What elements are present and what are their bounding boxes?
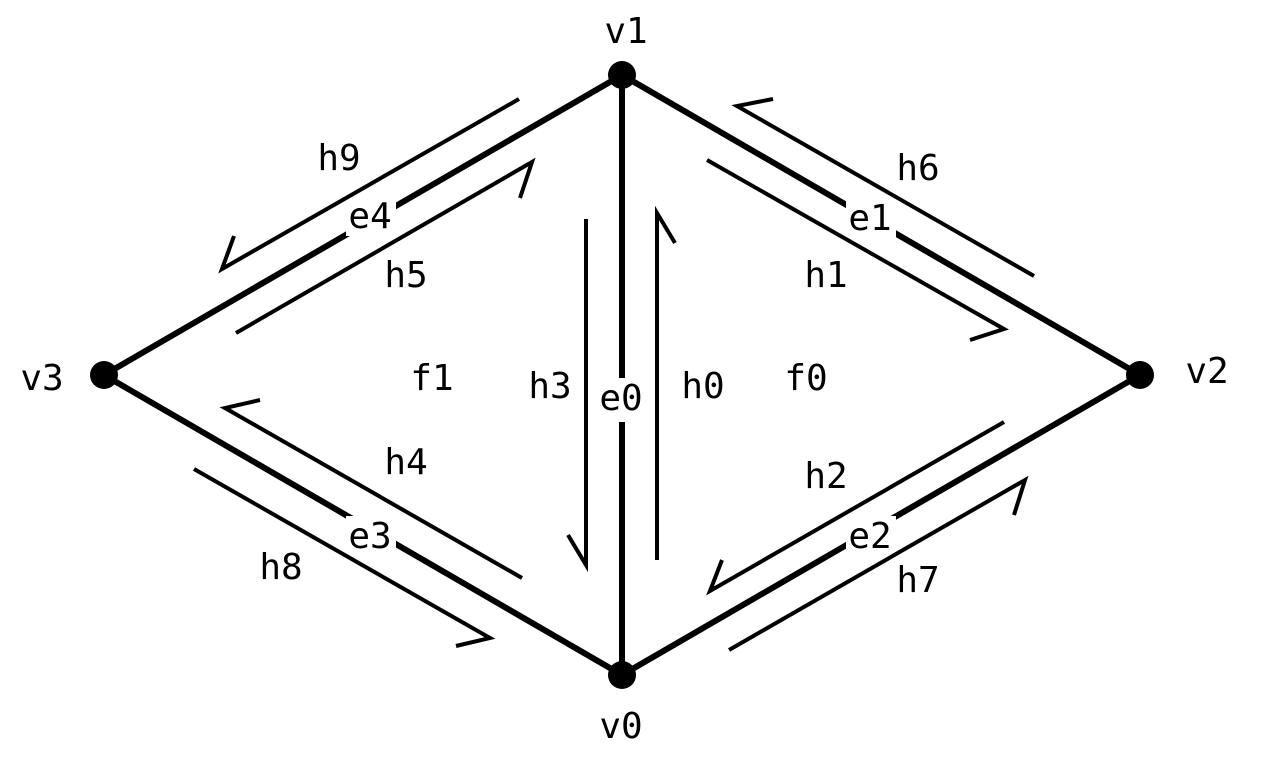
label-v2: v2	[1185, 351, 1228, 392]
label-v3: v3	[20, 358, 63, 399]
label-e0: e0	[599, 378, 642, 419]
halfedge-h5	[234, 157, 536, 335]
face-labels: f0 f1	[410, 358, 827, 399]
label-e2: e2	[848, 516, 891, 557]
halfedge-h8	[193, 467, 496, 648]
halfedge-h9	[218, 97, 520, 274]
halfedge-h7	[728, 475, 1029, 652]
label-h0: h0	[681, 366, 724, 407]
label-h8: h8	[259, 547, 302, 588]
vertex-v3	[90, 361, 118, 389]
label-f1: f1	[410, 358, 453, 399]
halfedge-h4	[219, 398, 523, 580]
halfedge-h1	[706, 158, 1009, 342]
halfedge-h0	[655, 205, 677, 560]
vertex-labels: v0 v1 v2 v3	[20, 11, 1228, 747]
vertex-v2	[1126, 361, 1154, 389]
label-h4: h4	[384, 442, 427, 483]
vertex-v0	[608, 661, 636, 689]
label-h9: h9	[317, 138, 360, 179]
halfedge-h2	[706, 420, 1005, 596]
label-v0: v0	[599, 706, 642, 747]
label-v1: v1	[604, 11, 647, 52]
halfedges	[193, 97, 1035, 652]
label-e3: e3	[348, 516, 391, 557]
vertices	[90, 61, 1154, 689]
label-h3: h3	[528, 366, 571, 407]
label-h5: h5	[384, 255, 427, 296]
label-e1: e1	[848, 198, 891, 239]
label-f0: f0	[784, 358, 827, 399]
edge-labels: e0 e1 e2 e3 e4	[348, 196, 891, 557]
halfedge-h3	[566, 219, 588, 573]
label-h7: h7	[896, 560, 939, 601]
halfedge-h6	[731, 97, 1035, 278]
halfedge-labels: h0 h1 h2 h3 h4 h5 h6 h7 h8 h9	[259, 138, 939, 601]
label-h6: h6	[896, 148, 939, 189]
label-h1: h1	[804, 255, 847, 296]
label-e4: e4	[348, 196, 391, 237]
vertex-v1	[608, 61, 636, 89]
label-h2: h2	[804, 456, 847, 497]
edge-label-backgrounds	[346, 196, 896, 556]
